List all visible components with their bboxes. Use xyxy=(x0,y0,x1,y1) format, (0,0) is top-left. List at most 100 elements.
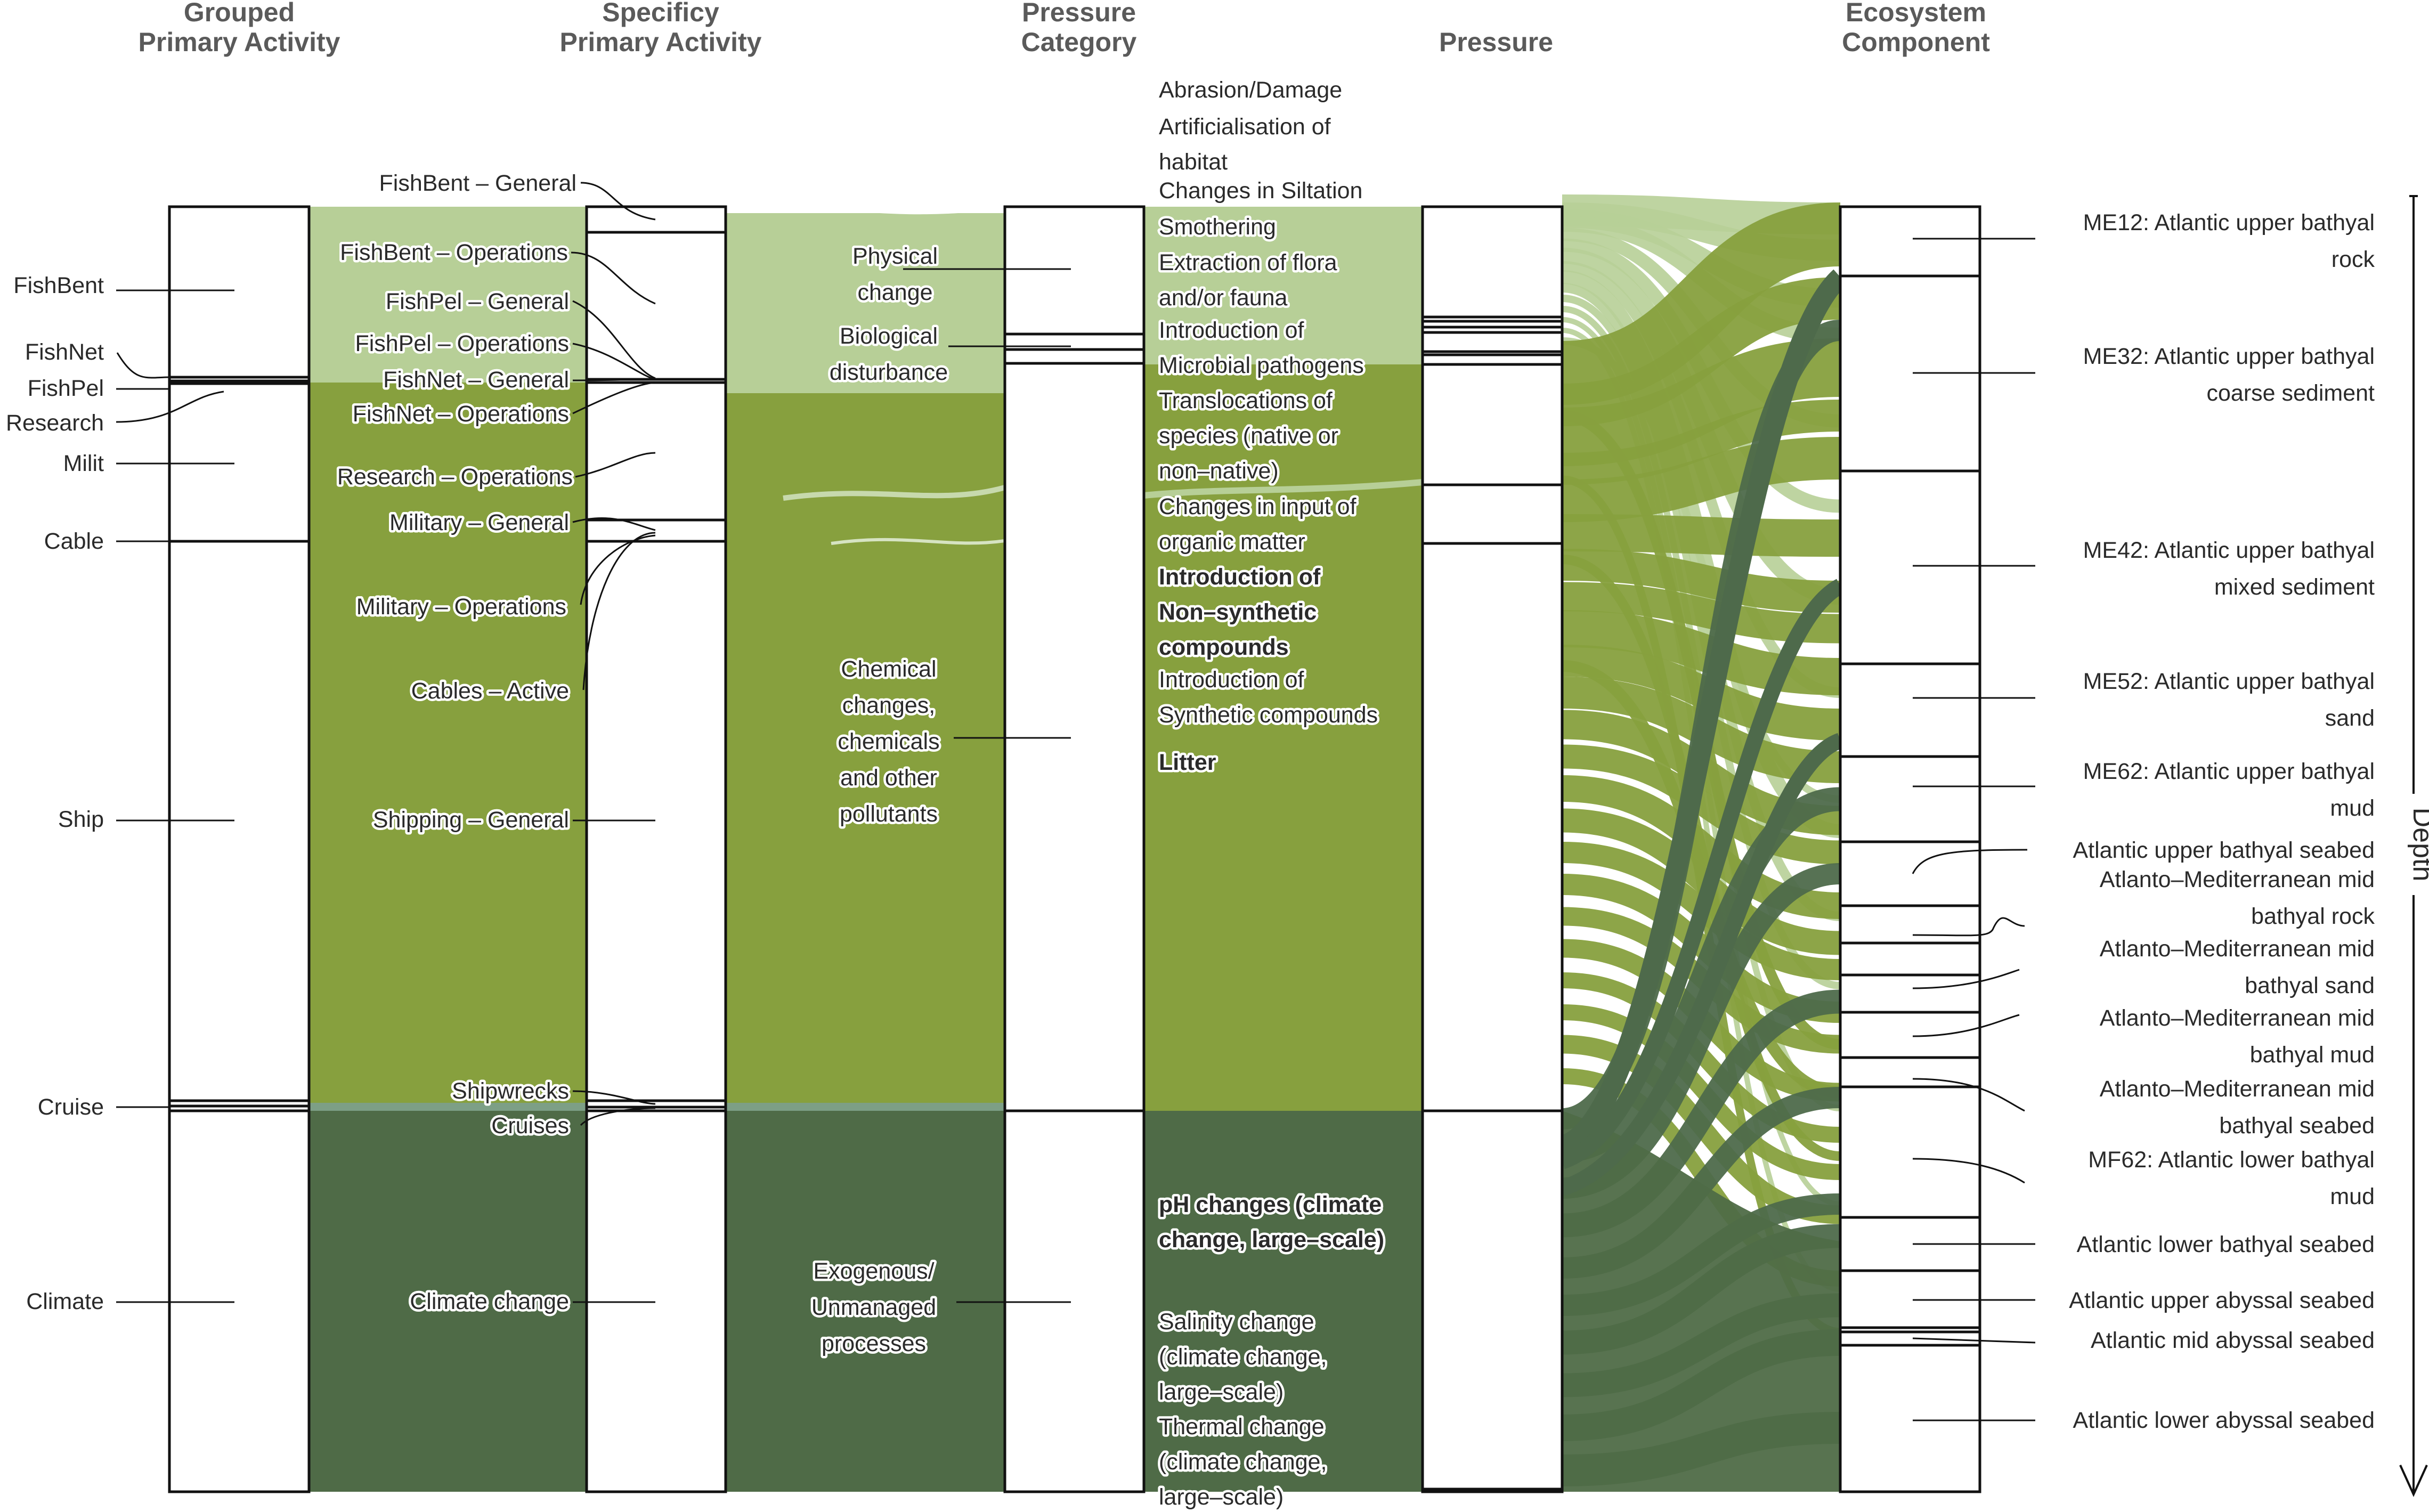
leader-line xyxy=(1912,1078,2025,1112)
specific-activity-military-general-line: Military – General xyxy=(389,510,569,535)
pressure-line: compounds xyxy=(1159,635,1289,660)
specific-activity-fishnet-operations: FishNet – Operations xyxy=(353,401,569,427)
flow-strand xyxy=(783,485,1006,501)
header-pressure-category-line: Pressure xyxy=(1022,0,1136,27)
pressure-category-line: disturbance xyxy=(830,360,948,385)
ecosystem-component-line: Atlantic upper bathyal seabed xyxy=(2073,838,2375,863)
axis-specific xyxy=(585,205,727,1493)
leader-line xyxy=(572,343,656,380)
pressure-line: species (native or xyxy=(1159,423,1338,449)
header-ecosystem-component-line: Ecosystem xyxy=(1846,0,1986,27)
grouped-activity-milit-line: Milit xyxy=(63,451,104,476)
flow-band-climate-1 xyxy=(309,1111,587,1492)
leader-line xyxy=(116,352,170,379)
leader-line xyxy=(1912,917,2025,937)
flow-ribbon-pollutants xyxy=(1562,437,1841,522)
leader-line xyxy=(1912,1337,2036,1344)
leader-line xyxy=(580,534,656,605)
pressure-abrasion-damage: Abrasion/Damage xyxy=(1159,77,1342,103)
pressure-category-line: Biological xyxy=(840,323,938,349)
pressure-line: Smothering xyxy=(1159,214,1276,240)
specific-activity-fishbent-operations: FishBent – Operations xyxy=(340,240,568,265)
pressure-category-line: pollutants xyxy=(840,801,938,827)
pressure-line: large–scale) xyxy=(1159,1484,1283,1510)
specific-activity-fishbent-general: FishBent – General xyxy=(379,170,576,196)
leader-line-layer xyxy=(116,182,2036,1421)
ecosystem-component-line: ME42: Atlantic upper bathyal xyxy=(2083,538,2375,563)
leader-line xyxy=(1912,1014,2020,1037)
pressure-line: Artificialisation of xyxy=(1159,114,1331,140)
ecosystem-component-atlantic-lower-bathyal-seabed: Atlantic lower bathyal seabed xyxy=(2077,1232,2375,1257)
ecosystem-component-line: Atlantic upper abyssal seabed xyxy=(2069,1288,2375,1313)
grouped-activity-fishpel: FishPel xyxy=(28,376,104,401)
pressure-category-line: Chemical xyxy=(841,656,936,682)
header-specific-activity-line: Primary Activity xyxy=(560,27,762,57)
flow-ribbon-pollutants xyxy=(1562,744,1841,865)
header-ecosystem-component-line: Component xyxy=(1842,27,1990,57)
leader-line xyxy=(571,251,656,305)
pressure-category-line: Unmanaged xyxy=(811,1295,936,1320)
pressure-category-line: processes xyxy=(822,1331,926,1356)
pressure-line: Abrasion/Damage xyxy=(1159,77,1342,103)
leader-line xyxy=(572,517,656,531)
ecosystem-component-line: Atlantic lower abyssal seabed xyxy=(2073,1408,2375,1433)
header-specific-activity-line: Specificy xyxy=(602,0,719,27)
specific-activity-fishnet-general: FishNet – General xyxy=(383,367,569,393)
pressure-changes-in-siltation: Changes in Siltation xyxy=(1159,178,1362,204)
leader-line xyxy=(580,182,656,221)
grouped-activity-research: Research xyxy=(6,410,104,436)
pressure-litter: Litter xyxy=(1159,750,1216,775)
pressure-line: (climate change, xyxy=(1159,1344,1327,1370)
pressure-translocations-of-species-native-or-non-native: Translocations of species (native or non–n… xyxy=(1159,388,1338,484)
pressure-line: Microbial pathogens xyxy=(1159,353,1364,378)
flow-gap xyxy=(726,207,1005,215)
grouped-activity-ship-line: Ship xyxy=(58,807,104,832)
flow-band-physical-3 xyxy=(1144,207,1423,364)
header-pressure-category-line: Category xyxy=(1021,27,1137,57)
pressure-line: Introduction of xyxy=(1159,318,1305,343)
leader-line xyxy=(580,1107,656,1126)
ecosystem-component-line: Atlanto–Mediterranean mid xyxy=(2100,867,2375,892)
depth-label-bg xyxy=(2402,794,2425,895)
flow-band-climate-4 xyxy=(1562,1111,1840,1492)
ecosystem-component-line: ME52: Atlantic upper bathyal xyxy=(2083,669,2375,694)
pressure-category-line: change xyxy=(857,280,932,305)
pressure-introduction-of-microbial-pathogens: Introduction of Microbial pathogens xyxy=(1159,318,1364,378)
pressure-line: Thermal change xyxy=(1159,1414,1325,1440)
specific-activity-fishpel-operations-line: FishPel – Operations xyxy=(355,331,569,356)
depth-axis-label: Depth xyxy=(2407,808,2429,882)
pressure-line: Synthetic compounds xyxy=(1159,702,1378,728)
axis-category xyxy=(1003,205,1146,1493)
grouped-activity-ship: Ship xyxy=(58,807,104,832)
pressure-line: non–native) xyxy=(1159,458,1279,484)
ecosystem-component-line: Atlantic lower bathyal seabed xyxy=(2077,1232,2375,1257)
specific-activity-shipwrecks: Shipwrecks xyxy=(452,1078,569,1104)
pressure-salinity-change-climate-change-large-scale: Salinity change(climate change,large–sca… xyxy=(1159,1309,1327,1405)
ecosystem-component-line: bathyal mud xyxy=(2250,1042,2375,1068)
leader-line xyxy=(572,378,656,381)
grouped-activity-cruise-line: Cruise xyxy=(38,1094,104,1120)
pressure-category-line: chemicals xyxy=(838,729,939,754)
specific-activity-cables-active: Cables – Active xyxy=(411,678,569,704)
depth-axis: Depth xyxy=(2399,195,2429,1497)
pressure-line: Translocations of xyxy=(1159,388,1333,413)
pressure-category-line: Exogenous/ xyxy=(813,1258,934,1284)
ecosystem-component-line: mud xyxy=(2330,1184,2375,1209)
pressure-line: Introduction of xyxy=(1159,564,1321,590)
pressure-line: habitat xyxy=(1159,149,1228,175)
ecosystem-component-line: MF62: Atlantic lower bathyal xyxy=(2088,1147,2375,1173)
ecosystem-component-line: bathyal sand xyxy=(2245,973,2375,998)
grouped-activity-fishnet-line: FishNet xyxy=(25,339,104,365)
pressure-line: Changes in Siltation xyxy=(1159,178,1362,204)
